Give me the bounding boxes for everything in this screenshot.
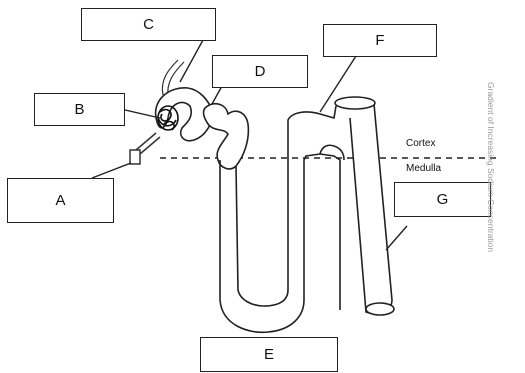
label-box-d[interactable]: D	[212, 55, 308, 88]
loop-of-henle-inner	[236, 106, 336, 306]
leader-c	[180, 40, 203, 82]
afferent-arteriole	[130, 133, 160, 164]
leader-a	[92, 163, 131, 178]
label-box-a[interactable]: A	[7, 178, 114, 223]
sodium-gradient-caption: Gradient of Increasing Sodium Concentrat…	[486, 82, 496, 252]
cortex-label: Cortex	[406, 138, 435, 149]
label-box-e[interactable]: E	[200, 337, 338, 372]
label-box-c[interactable]: C	[81, 8, 216, 41]
medulla-label: Medulla	[406, 163, 441, 174]
label-box-g[interactable]: G	[394, 182, 491, 217]
label-box-f[interactable]: F	[323, 24, 437, 57]
label-box-b[interactable]: B	[34, 93, 125, 126]
collecting-duct	[335, 97, 394, 315]
proximal-convoluted-tubule	[204, 104, 249, 169]
leader-d	[212, 86, 222, 104]
leader-g	[386, 226, 407, 250]
